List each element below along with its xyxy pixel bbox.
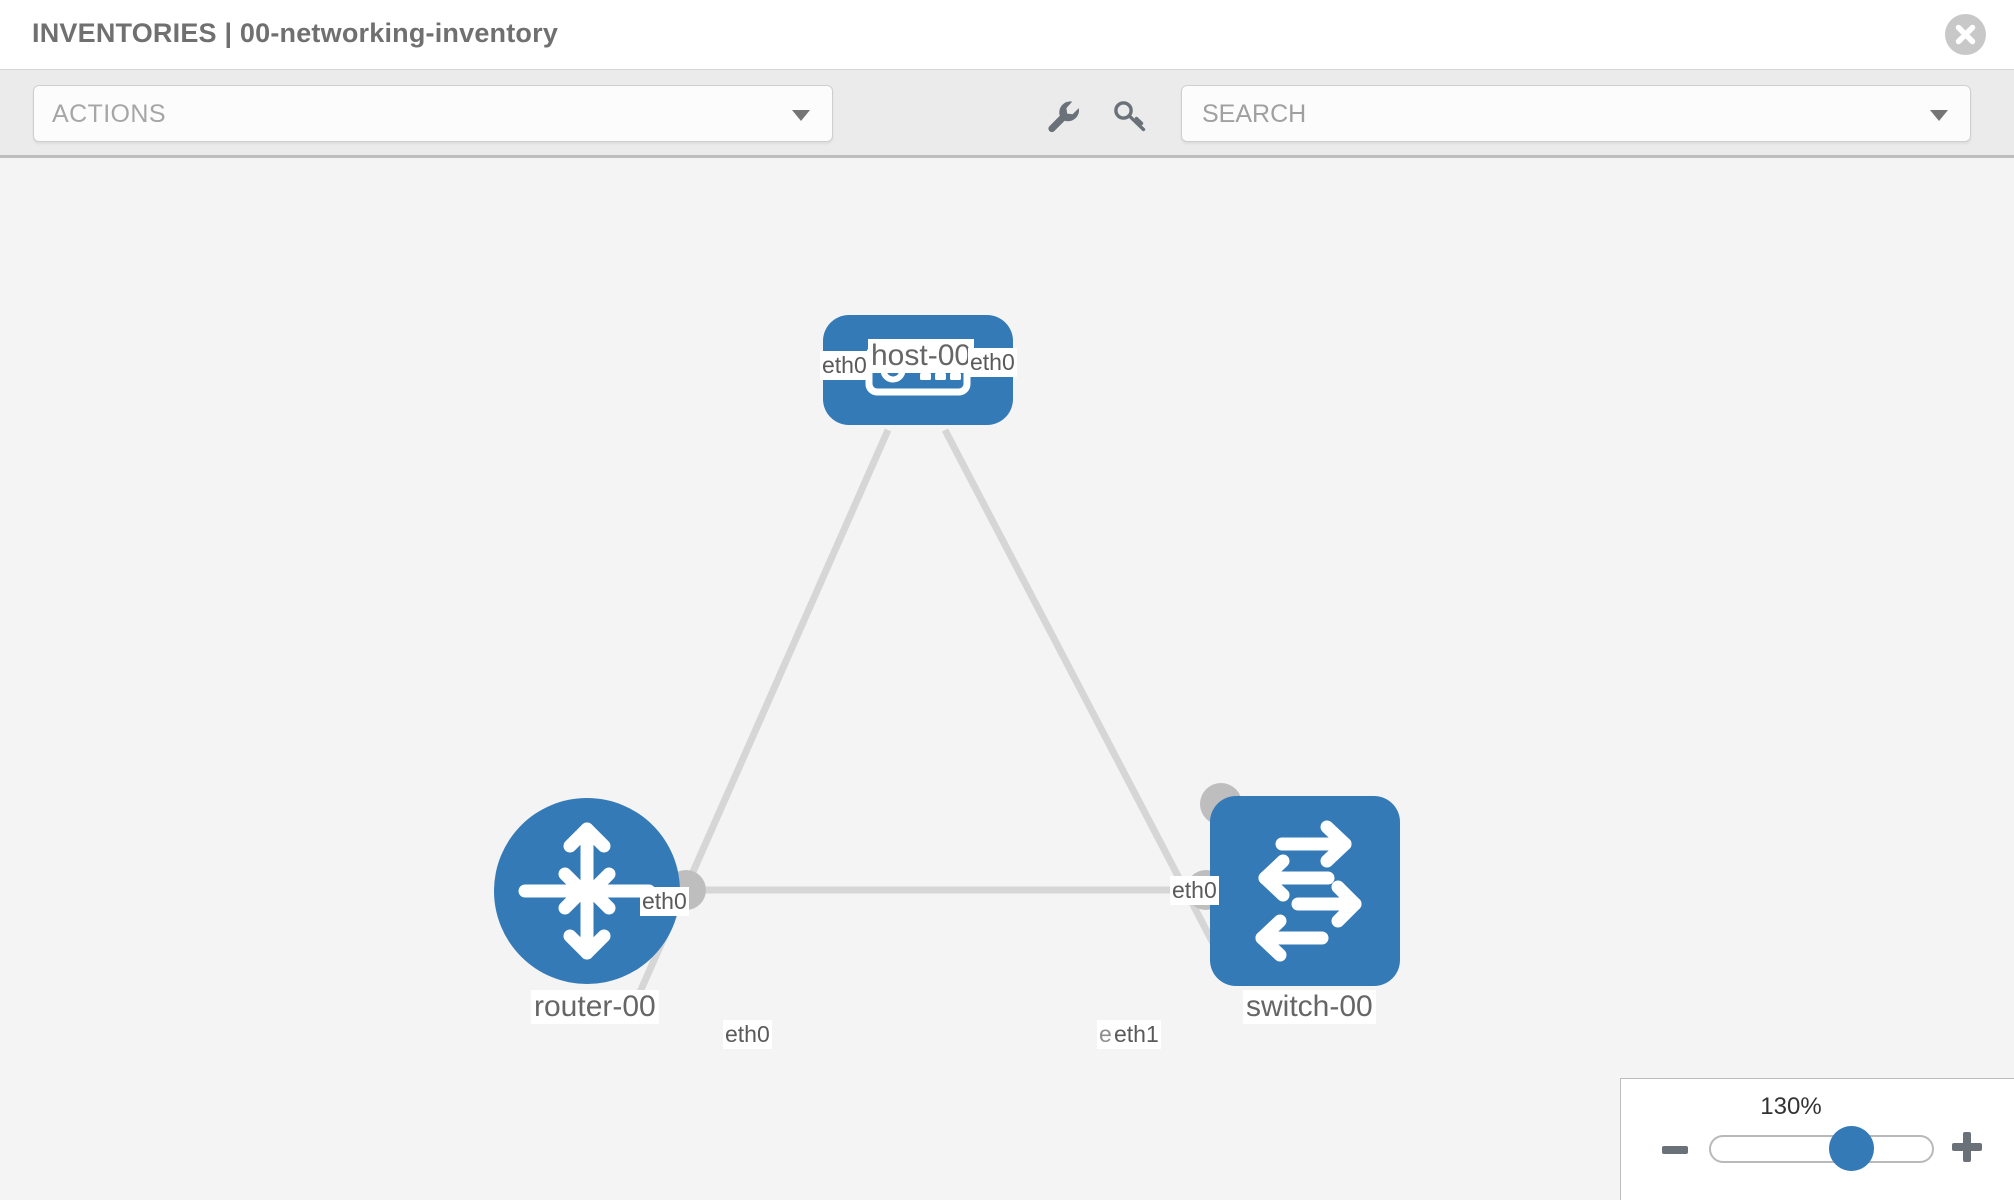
wrench-icon[interactable] bbox=[1043, 96, 1083, 136]
chevron-down-icon[interactable] bbox=[1930, 110, 1948, 121]
chevron-down-icon bbox=[792, 110, 810, 121]
zoom-slider-track[interactable] bbox=[1709, 1135, 1934, 1163]
key-icon[interactable] bbox=[1110, 96, 1150, 136]
node-label-switch-00: switch-00 bbox=[1243, 990, 1376, 1024]
edge-label-host-left: eth0 bbox=[820, 351, 869, 380]
zoom-out-button[interactable] bbox=[1661, 1136, 1689, 1164]
edge-label-router-upper: eth0 bbox=[640, 887, 689, 916]
page-title: INVENTORIES | 00-networking-inventory bbox=[32, 18, 559, 48]
window-titlebar: INVENTORIES | 00-networking-inventory bbox=[0, 0, 2014, 70]
node-label-router-00: router-00 bbox=[531, 990, 659, 1024]
zoom-percent-label: 130% bbox=[1760, 1093, 1822, 1120]
edge-label-switch-upper: eth0 bbox=[1170, 876, 1219, 905]
node-switch-00[interactable] bbox=[1210, 796, 1400, 986]
edge-label-router-right: eth0 bbox=[723, 1020, 772, 1049]
topology-canvas[interactable]: eth0 host-00 eth0 bbox=[0, 158, 2014, 1200]
search-box[interactable] bbox=[1181, 85, 1971, 143]
zoom-slider-thumb[interactable] bbox=[1829, 1126, 1874, 1171]
edge-label-switch-left: eth1 bbox=[1112, 1020, 1161, 1049]
actions-dropdown-label: ACTIONS bbox=[52, 100, 166, 128]
zoom-in-button[interactable] bbox=[1951, 1131, 1983, 1163]
toolbar: ACTIONS bbox=[0, 70, 2014, 158]
search-input[interactable] bbox=[1200, 86, 1904, 143]
zoom-control-panel: 130% bbox=[1620, 1078, 2014, 1200]
actions-dropdown[interactable]: ACTIONS bbox=[33, 85, 833, 142]
edge-label-host-right: eth0 bbox=[968, 348, 1017, 377]
node-label-host-00: host-00 bbox=[868, 339, 975, 373]
close-icon[interactable] bbox=[1945, 14, 1986, 55]
